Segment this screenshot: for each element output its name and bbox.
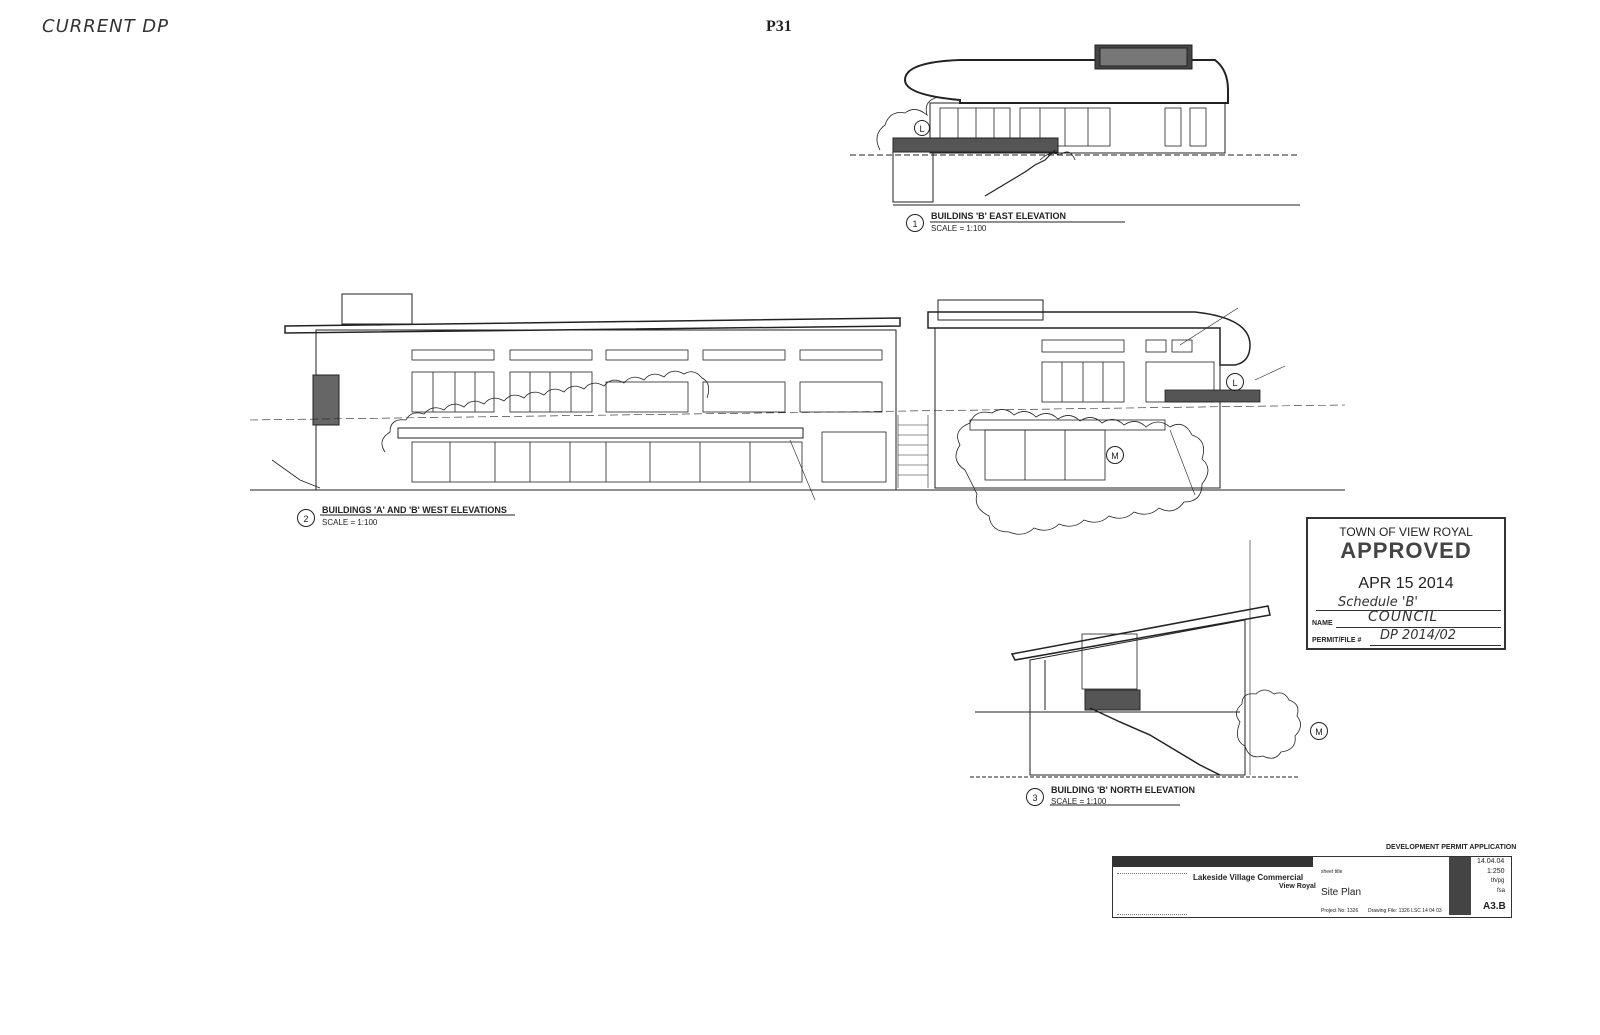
handwritten-note: CURRENT DP	[42, 16, 170, 37]
stamp-permit-label: PERMIT/FILE #	[1312, 637, 1362, 644]
project-name: Lakeside Village Commercial	[1193, 873, 1304, 882]
stamp-name-line	[1336, 627, 1501, 628]
page-number: P31	[766, 18, 792, 35]
stamp-permit-line	[1370, 645, 1501, 646]
stamp-schedule-line	[1316, 610, 1501, 611]
marker-l-west: L	[1226, 373, 1244, 391]
elevation-3-number: 3	[1026, 788, 1044, 806]
marker-m-west: M	[1106, 446, 1124, 464]
approval-stamp: TOWN OF VIEW ROYAL APPROVED APR 15 2014 …	[1306, 517, 1506, 650]
stamp-date: APR 15 2014	[1358, 575, 1454, 592]
sheet-title: Site Plan	[1321, 887, 1362, 898]
title-block: Lakeside Village Commercial View Royal s…	[1112, 856, 1512, 918]
stamp-status: APPROVED	[1340, 538, 1472, 563]
tb-date: 14.04.04	[1477, 858, 1505, 865]
elevation-3-scale: SCALE = 1:100	[1051, 797, 1107, 806]
title-block-heading: DEVELOPMENT PERMIT APPLICATION	[1386, 844, 1517, 851]
sheet-label: sheet title	[1321, 869, 1343, 875]
project-location: View Royal	[1279, 883, 1316, 890]
tb-scale: 1:250	[1487, 868, 1505, 875]
tb-sheet-number: A3.B	[1483, 901, 1506, 912]
elevation-1-number: 1	[906, 214, 924, 232]
drawing-file: Drawing File: 1326 LSC 14 04 03	[1368, 908, 1442, 914]
elevation-2-title: BUILDINGS 'A' AND 'B' WEST ELEVATIONS	[322, 505, 507, 515]
marker-l-east: L	[914, 120, 930, 136]
stamp-name-value: COUNCIL	[1368, 609, 1439, 625]
tb-drawn: th/pg	[1491, 878, 1505, 884]
stamp-town: TOWN OF VIEW ROYAL	[1339, 525, 1473, 539]
stamp-name-label: NAME	[1312, 620, 1333, 627]
project-number: Project No: 1326	[1321, 908, 1359, 914]
title-block-notes	[1117, 873, 1187, 915]
elevation-1-title: BUILDINS 'B' EAST ELEVATION	[931, 211, 1066, 221]
elevation-3-title: BUILDING 'B' NORTH ELEVATION	[1051, 785, 1195, 795]
stamp-permit-value: DP 2014/02	[1380, 628, 1456, 643]
elevation-2-scale: SCALE = 1:100	[322, 518, 378, 527]
elevation-1-scale: SCALE = 1:100	[931, 224, 987, 233]
elevation-2-number: 2	[297, 509, 315, 527]
tb-checked: fsa	[1497, 888, 1506, 894]
title-block-strip	[1113, 857, 1313, 867]
title-block-dark-col	[1449, 857, 1471, 915]
stamp-schedule: Schedule 'B'	[1338, 595, 1418, 610]
marker-m-north: M	[1310, 722, 1328, 740]
